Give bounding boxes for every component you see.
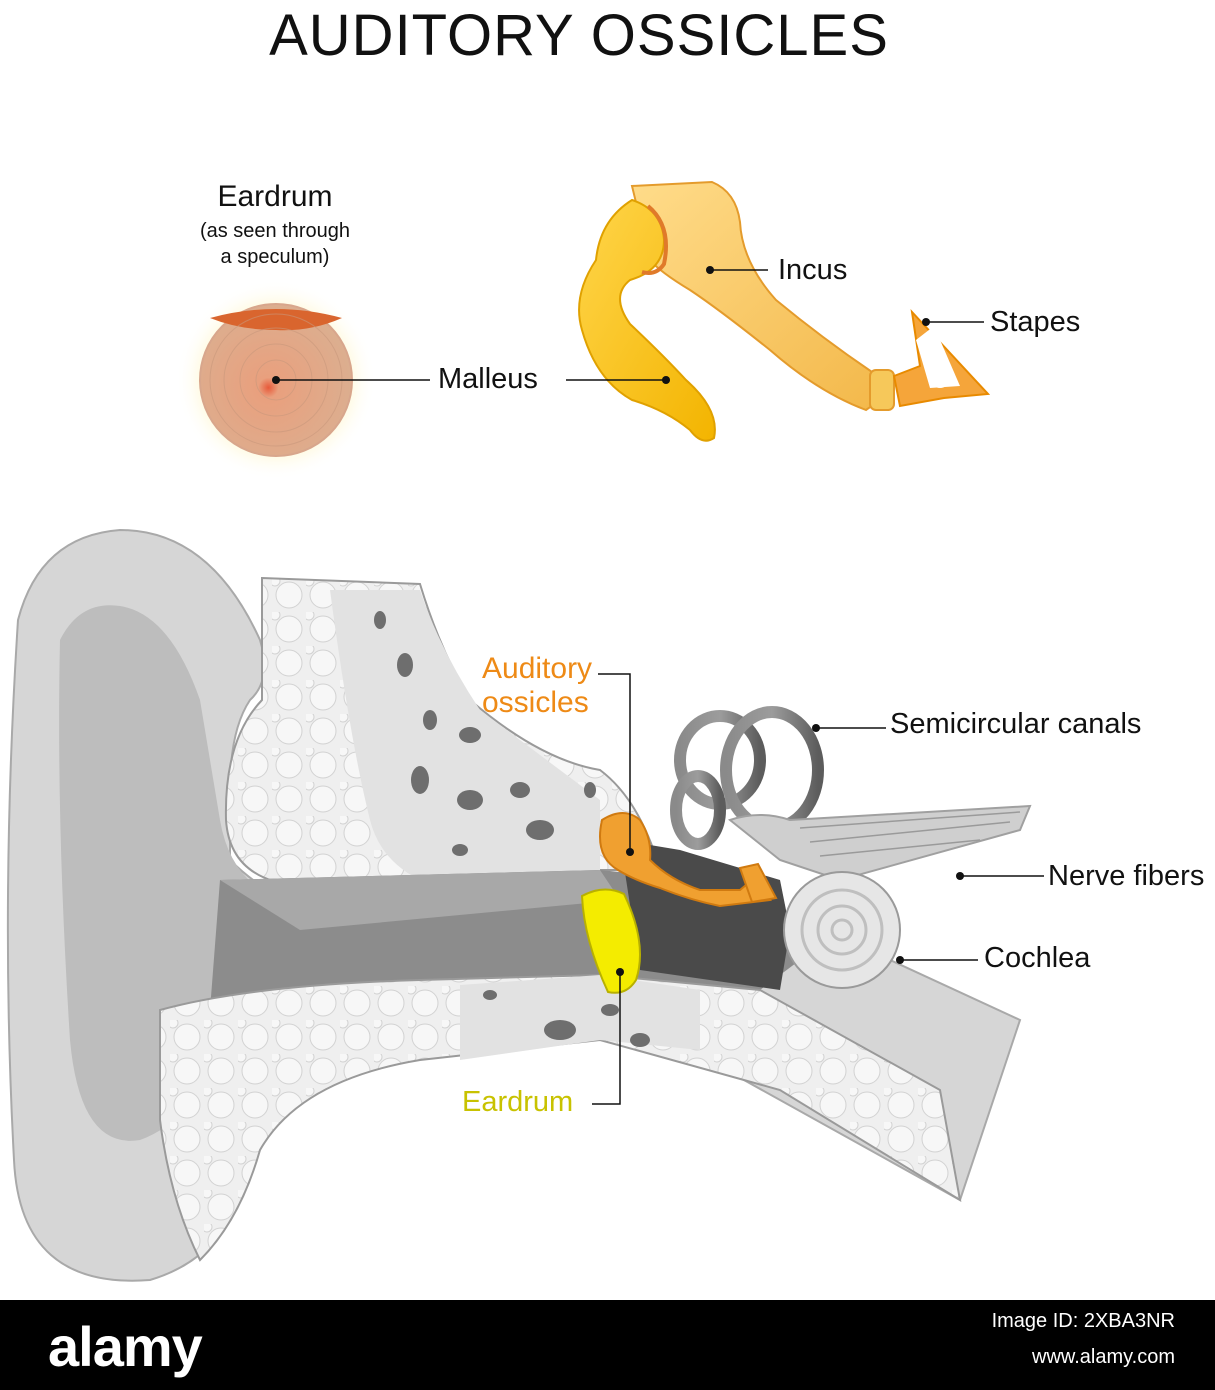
semicircular-canals — [670, 706, 824, 850]
label-auditory-ossicles-line1: Auditory — [482, 652, 593, 685]
label-eardrum: Eardrum — [462, 1086, 574, 1118]
label-incus: Incus — [778, 254, 848, 286]
eardrum-inset-subtitle: (as seen through a speculum) — [160, 218, 390, 270]
eardrum-membrane — [580, 888, 641, 994]
cochlea-spiral — [783, 871, 901, 989]
label-cochlea: Cochlea — [984, 942, 1091, 974]
label-auditory-ossicles-line2: ossicles — [482, 686, 589, 719]
eardrum-inset-title: Eardrum — [217, 180, 333, 213]
label-stapes: Stapes — [990, 306, 1081, 338]
eardrum-speculum-view — [176, 280, 430, 480]
eardrum-inset-subtitle-line1: (as seen through — [199, 220, 351, 242]
eardrum-inset-subtitle-line2: a speculum) — [220, 246, 330, 268]
footer-url: www.alamy.com — [1032, 1346, 1175, 1368]
label-malleus: Malleus — [438, 363, 538, 395]
label-nerve-fibers: Nerve fibers — [1048, 860, 1205, 892]
footer-logo: alamy — [48, 1315, 203, 1378]
footer-image-id: Image ID: 2XBA3NR — [991, 1310, 1175, 1332]
stapes-bone — [869, 308, 991, 411]
anatomy-illustration — [6, 180, 1044, 1282]
temporal-bone-lower — [159, 973, 962, 1262]
label-auditory-ossicles: Auditory ossicles — [482, 652, 592, 720]
nerve-bundle — [727, 804, 1032, 882]
ossicles-chain — [566, 180, 991, 442]
watermark-footer: alamy Image ID: 2XBA3NR www.alamy.com — [0, 1300, 1215, 1390]
page-title: AUDITORY OSSICLES — [269, 3, 889, 68]
bone-holes — [374, 611, 596, 856]
label-semicircular-canals: Semicircular canals — [890, 708, 1142, 740]
ear-cross-section — [6, 528, 1044, 1282]
